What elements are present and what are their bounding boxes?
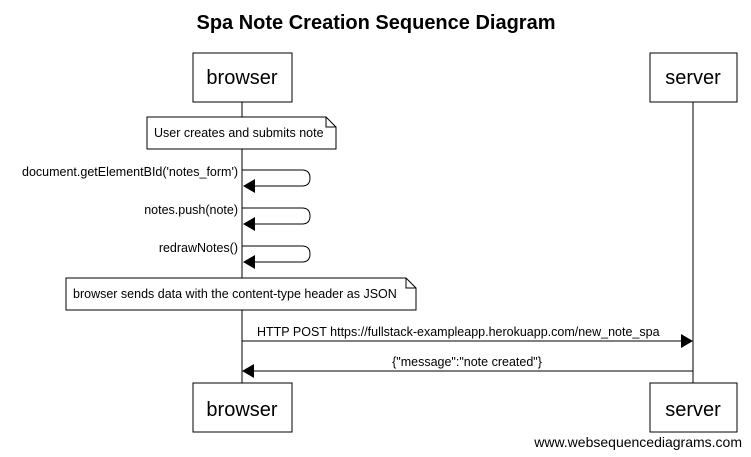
message-label: {"message":"note created"} — [392, 355, 542, 369]
message-label: HTTP POST https://fullstack-exampleapp.h… — [257, 325, 660, 339]
participant-label: server — [665, 399, 721, 421]
message-http-post: HTTP POST https://fullstack-exampleapp.h… — [242, 325, 693, 348]
watermark-text: www.websequencediagrams.com — [533, 434, 742, 450]
participant-browser-top: browser — [192, 52, 293, 103]
note-text: browser sends data with the content-type… — [73, 287, 397, 301]
note-send-json: browser sends data with the content-type… — [65, 277, 417, 311]
diagram-title: Spa Note Creation Sequence Diagram — [197, 12, 556, 34]
self-message-get-form: document.getElementBId('notes_form') — [22, 165, 311, 193]
note-user-submits: User creates and submits note — [146, 116, 337, 150]
participant-label: browser — [206, 67, 277, 89]
message-response: {"message":"note created"} — [242, 355, 693, 378]
participant-label: server — [665, 67, 721, 89]
participant-server-top: server — [649, 52, 738, 103]
message-label: document.getElementBId('notes_form') — [22, 165, 238, 179]
self-message-redraw: redrawNotes() — [159, 241, 311, 269]
self-message-push-note: notes.push(note) — [144, 203, 311, 231]
message-label: redrawNotes() — [159, 241, 238, 255]
participant-browser-bottom: browser — [192, 382, 293, 433]
note-text: User creates and submits note — [154, 126, 324, 140]
participant-server-bottom: server — [649, 382, 738, 433]
message-label: notes.push(note) — [144, 203, 238, 217]
participant-label: browser — [206, 399, 277, 421]
